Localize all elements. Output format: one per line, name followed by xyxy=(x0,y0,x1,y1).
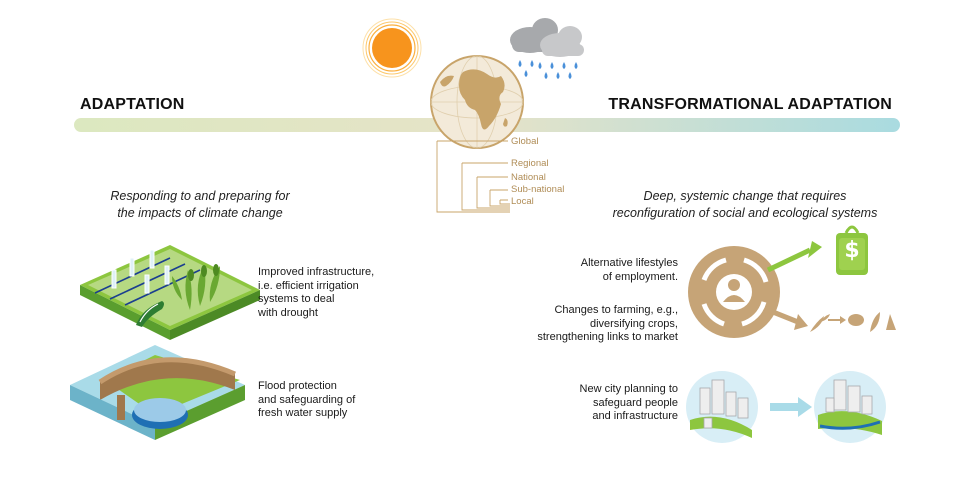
adaptation-heading: ADAPTATION xyxy=(80,96,185,113)
irrigation-description: Improved infrastructure, i.e. efficient … xyxy=(258,266,408,320)
adaptation-subtitle: Responding to and preparing for the impa… xyxy=(80,188,320,222)
description-line: strengthening links to market xyxy=(537,331,678,343)
transformational-subtitle-line: reconfiguration of social and ecological… xyxy=(612,206,878,220)
city-before-illustration xyxy=(686,371,758,443)
transformational-subtitle-line: Deep, systemic change that requires xyxy=(643,189,847,203)
adaptation-subtitle-line: the impacts of climate change xyxy=(117,206,283,220)
description-line: Improved infrastructure, xyxy=(258,266,375,278)
description-line: safeguard people xyxy=(592,396,678,409)
description-line: and infrastructure xyxy=(592,410,678,422)
transformation-cycle-icon xyxy=(688,241,822,338)
transformational-heading: TRANSFORMATIONAL ADAPTATION xyxy=(608,96,892,113)
description-line: systems to deal xyxy=(258,293,335,305)
flood-protection-description: Flood protection and safeguarding of fre… xyxy=(258,380,408,421)
description-line: diversifying crops, xyxy=(589,317,678,330)
irrigation-field-illustration xyxy=(80,245,260,340)
flood-protection-illustration xyxy=(70,345,245,440)
dollar-sign-icon: $ xyxy=(844,238,860,263)
description-line: New city planning to xyxy=(579,383,678,395)
description-line: and safeguarding of xyxy=(258,393,356,406)
transformational-subtitle: Deep, systemic change that requires reco… xyxy=(595,188,895,222)
scale-label-regional: Regional xyxy=(511,158,549,169)
description-line: Changes to farming, e.g., xyxy=(554,304,678,316)
description-line: Flood protection xyxy=(258,380,337,392)
description-line: Alternative lifestyles xyxy=(580,257,678,269)
description-line: with drought xyxy=(258,306,318,319)
scale-label-national: National xyxy=(511,172,546,183)
city-after-illustration xyxy=(814,371,886,443)
rain-cloud-icon xyxy=(510,18,584,79)
description-line: fresh water supply xyxy=(258,407,348,419)
scale-label-local: Local xyxy=(511,196,534,207)
money-bag-icon xyxy=(836,225,868,275)
city-planning-description: New city planning to safeguard people an… xyxy=(500,383,678,424)
scale-label-global: Global xyxy=(511,136,539,147)
scale-hierarchy-lines xyxy=(436,140,510,213)
description-line: of employment. xyxy=(602,270,678,283)
farming-changes-description: Changes to farming, e.g., diversifying c… xyxy=(500,304,678,345)
description-line: i.e. efficient irrigation xyxy=(258,279,359,292)
crop-diversification-icons xyxy=(810,312,896,332)
sun-icon xyxy=(362,18,422,78)
scale-label-subnational: Sub-national xyxy=(511,184,565,195)
adaptation-subtitle-line: Responding to and preparing for xyxy=(110,189,290,203)
alternative-lifestyles-description: Alternative lifestyles of employment. xyxy=(500,257,678,284)
globe-icon xyxy=(430,55,524,149)
